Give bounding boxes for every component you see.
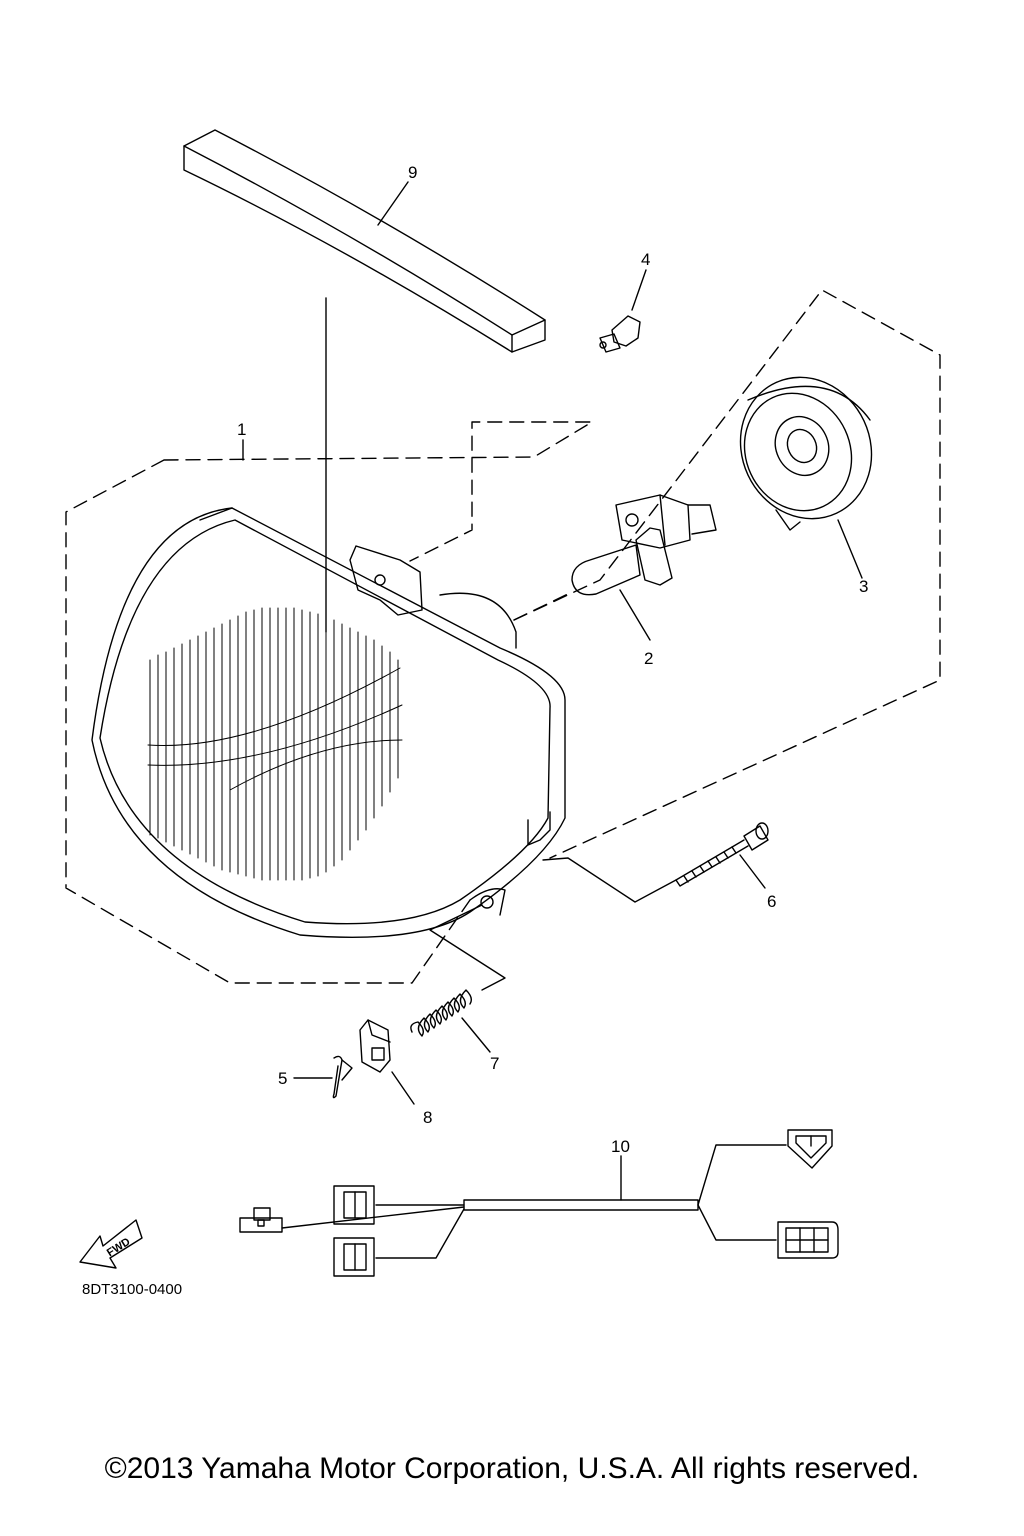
leader-3 [837, 519, 863, 579]
fwd-arrow-icon: FWD [79, 1219, 143, 1269]
grommet [599, 315, 641, 353]
callout-1: 1 [237, 420, 246, 439]
leader-4 [631, 269, 647, 311]
assembly-boundary [65, 289, 941, 984]
lens-cover-strip [183, 129, 546, 353]
leader-9 [377, 181, 409, 226]
callout-4: 4 [641, 250, 650, 269]
connector-left-single [239, 1207, 283, 1233]
alignment-line-2 [513, 591, 573, 621]
connector-right-top [787, 1129, 833, 1169]
connector-right-bottom [777, 1221, 839, 1259]
callout-5: 5 [278, 1069, 287, 1088]
cotter-pin [332, 1055, 353, 1099]
headlight-body [91, 507, 566, 939]
callout-8: 8 [423, 1108, 432, 1127]
callout-9: 9 [408, 163, 417, 182]
leader-6 [739, 854, 766, 889]
callout-3: 3 [859, 577, 868, 596]
connector-left-top [333, 1185, 375, 1225]
lens-pattern [147, 607, 403, 881]
callout-6: 6 [767, 892, 776, 911]
adjusting-screw [675, 822, 769, 887]
leader-2 [619, 589, 651, 641]
alignment-line-7 [429, 904, 506, 991]
fwd-label: FWD [105, 1236, 133, 1259]
callout-2: 2 [644, 649, 653, 668]
leader-7 [461, 1017, 491, 1053]
wire-harness [281, 1144, 787, 1259]
socket-cover [739, 376, 873, 531]
callout-10: 10 [611, 1137, 630, 1156]
diagram-part-code: 8DT3100-0400 [82, 1281, 183, 1298]
connector-left-bottom [333, 1237, 375, 1277]
alignment-line-6 [542, 857, 677, 903]
nut-clip [359, 1019, 391, 1073]
leader-8 [391, 1071, 415, 1105]
callout-7: 7 [490, 1054, 499, 1073]
copyright-notice: ©2013 Yamaha Motor Corporation, U.S.A. A… [104, 1452, 920, 1485]
headlight-bulb [571, 494, 717, 596]
spring [410, 989, 473, 1037]
